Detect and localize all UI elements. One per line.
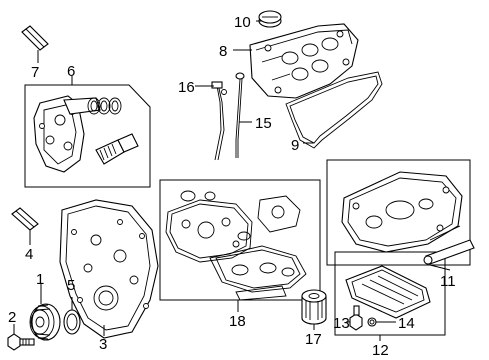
valve-cover-part-8	[249, 23, 359, 99]
lower-oil-pan-group-box	[334, 251, 446, 336]
callout-1: 1	[36, 271, 44, 288]
callout-10: 10	[234, 14, 251, 31]
oil-pan-part-11	[341, 171, 475, 265]
callout-14: 14	[398, 315, 415, 332]
timing-cover-gasket-group-box	[159, 179, 321, 301]
callout-2: 2	[8, 309, 16, 326]
callout-3: 3	[99, 336, 107, 353]
callout-5: 5	[67, 277, 75, 294]
gasket-set-part-18	[165, 190, 307, 301]
valve-cover-gasket-part-9	[285, 71, 383, 149]
drain-plug-part-13	[349, 305, 363, 331]
timing-cover-part-3	[59, 199, 159, 339]
callout-16: 16	[178, 79, 195, 96]
leader-lines	[13, 20, 451, 341]
filler-cap-part-10	[258, 10, 282, 28]
drain-washer-part-14	[367, 317, 377, 327]
callout-12: 12	[372, 342, 389, 359]
dipstick-part-15	[235, 72, 245, 158]
callout-11: 11	[440, 273, 456, 290]
oil-filter-part-17	[301, 289, 327, 325]
water-pump-part-6	[33, 95, 139, 173]
pulley-bolt-part-2	[7, 333, 35, 351]
seal-part-4	[11, 207, 39, 231]
dipstick-tube-part-16	[211, 81, 227, 161]
callout-13: 13	[333, 315, 350, 332]
oil-pan-group-box	[326, 159, 471, 266]
callout-18: 18	[229, 313, 246, 330]
water-pump-group-box	[24, 84, 151, 188]
crank-seal-part-5	[63, 309, 81, 335]
callout-15: 15	[255, 115, 272, 132]
callout-4: 4	[25, 246, 33, 263]
crank-pulley-part-1	[29, 303, 61, 341]
callout-7: 7	[31, 64, 39, 81]
callout-17: 17	[305, 331, 322, 348]
lower-oil-pan-part-12	[345, 265, 431, 319]
leader-11	[429, 264, 451, 271]
callout-6: 6	[67, 63, 75, 80]
callout-9: 9	[291, 137, 299, 154]
callout-8: 8	[219, 43, 227, 60]
tube-part-7	[21, 25, 49, 51]
